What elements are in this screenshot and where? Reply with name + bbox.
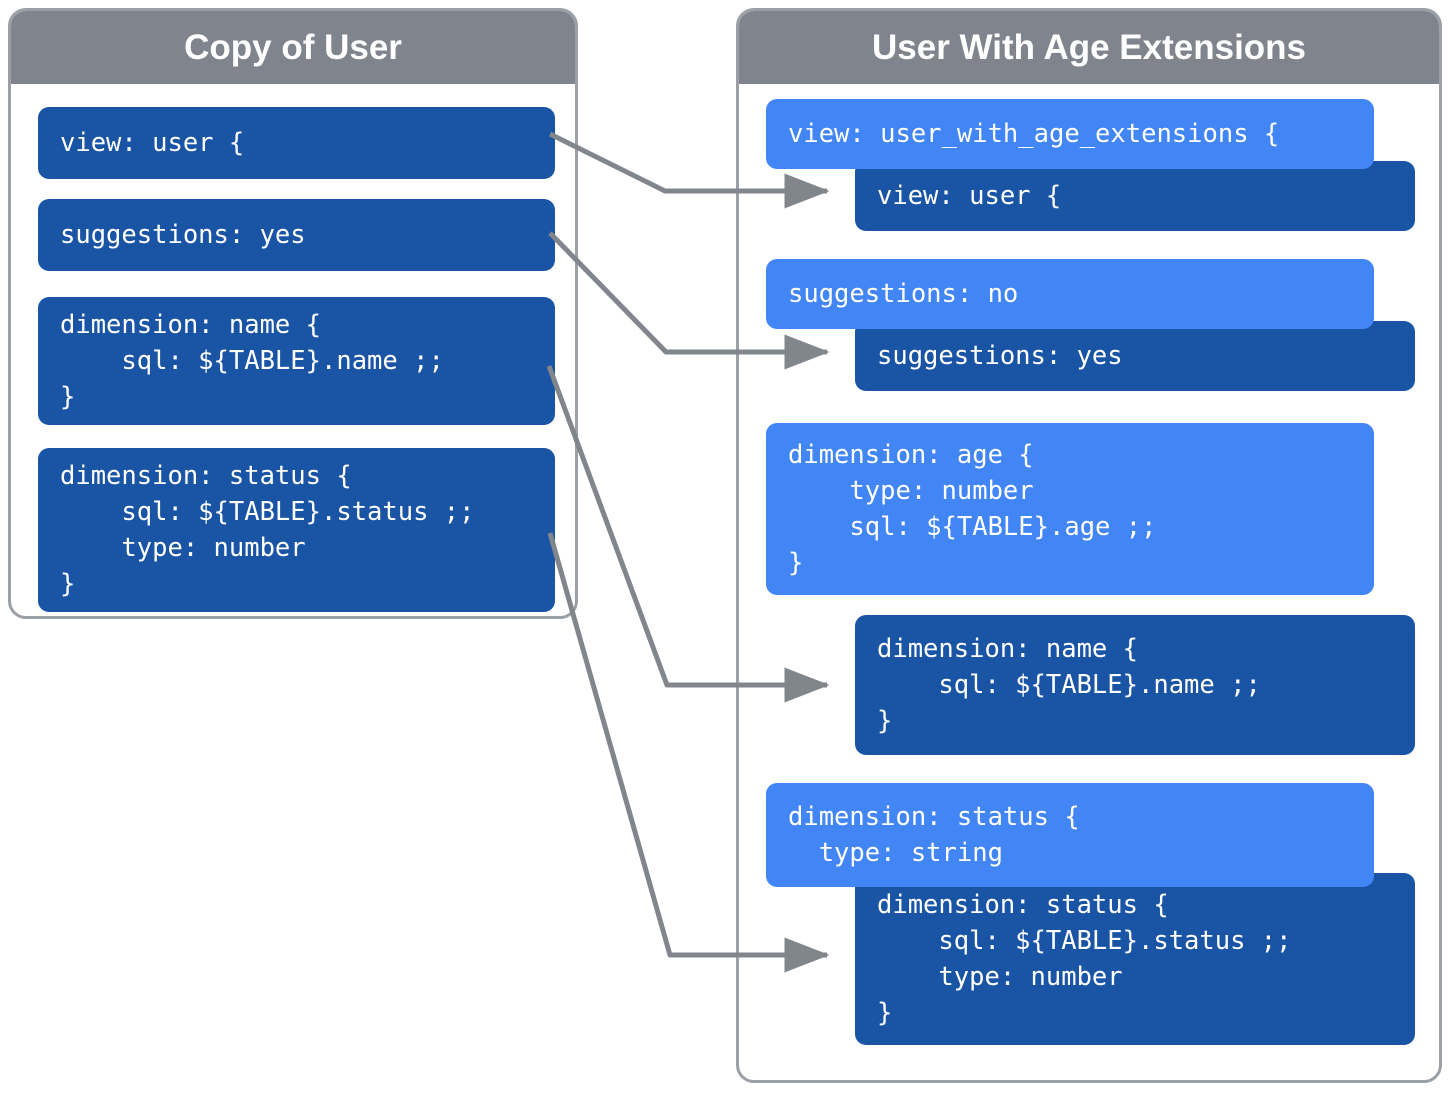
code-text: view: user { [60, 128, 245, 158]
code-text: view: user { [877, 181, 1062, 211]
panel-left-title: Copy of User [11, 11, 575, 84]
code-text: suggestions: yes [60, 220, 306, 250]
panel-copy-of-user: Copy of User view: user { suggestions: y… [8, 8, 578, 619]
code-text: dimension: name { sql: ${TABLE}.name ;; … [877, 634, 1261, 736]
code-block-left-dimension-status: dimension: status { sql: ${TABLE}.status… [38, 448, 555, 612]
code-block-right-suggestions-inherited: suggestions: yes [855, 321, 1415, 391]
panel-right-title: User With Age Extensions [739, 11, 1439, 84]
code-block-right-dimension-status-inherited: dimension: status { sql: ${TABLE}.status… [855, 873, 1415, 1045]
code-block-left-suggestions: suggestions: yes [38, 199, 555, 271]
code-text: dimension: age { type: number sql: ${TAB… [788, 440, 1157, 578]
code-text: dimension: status { sql: ${TABLE}.status… [60, 461, 475, 599]
code-text: dimension: status { type: string [788, 802, 1080, 868]
code-text: dimension: name { sql: ${TABLE}.name ;; … [60, 310, 444, 412]
code-text: suggestions: no [788, 279, 1019, 309]
code-block-left-dimension-name: dimension: name { sql: ${TABLE}.name ;; … [38, 297, 555, 425]
code-block-right-suggestions-extension: suggestions: no [766, 259, 1374, 329]
panel-user-with-age-extensions: User With Age Extensions view: user_with… [736, 8, 1442, 1083]
code-text: suggestions: yes [877, 341, 1123, 371]
code-block-right-dimension-name-inherited: dimension: name { sql: ${TABLE}.name ;; … [855, 615, 1415, 755]
code-text: dimension: status { sql: ${TABLE}.status… [877, 890, 1292, 1028]
code-block-right-dimension-age: dimension: age { type: number sql: ${TAB… [766, 423, 1374, 595]
code-block-left-view: view: user { [38, 107, 555, 179]
code-block-right-view-extension: view: user_with_age_extensions { [766, 99, 1374, 169]
code-block-right-dimension-status-extension: dimension: status { type: string [766, 783, 1374, 887]
code-text: view: user_with_age_extensions { [788, 119, 1280, 149]
code-block-right-view-inherited: view: user { [855, 161, 1415, 231]
